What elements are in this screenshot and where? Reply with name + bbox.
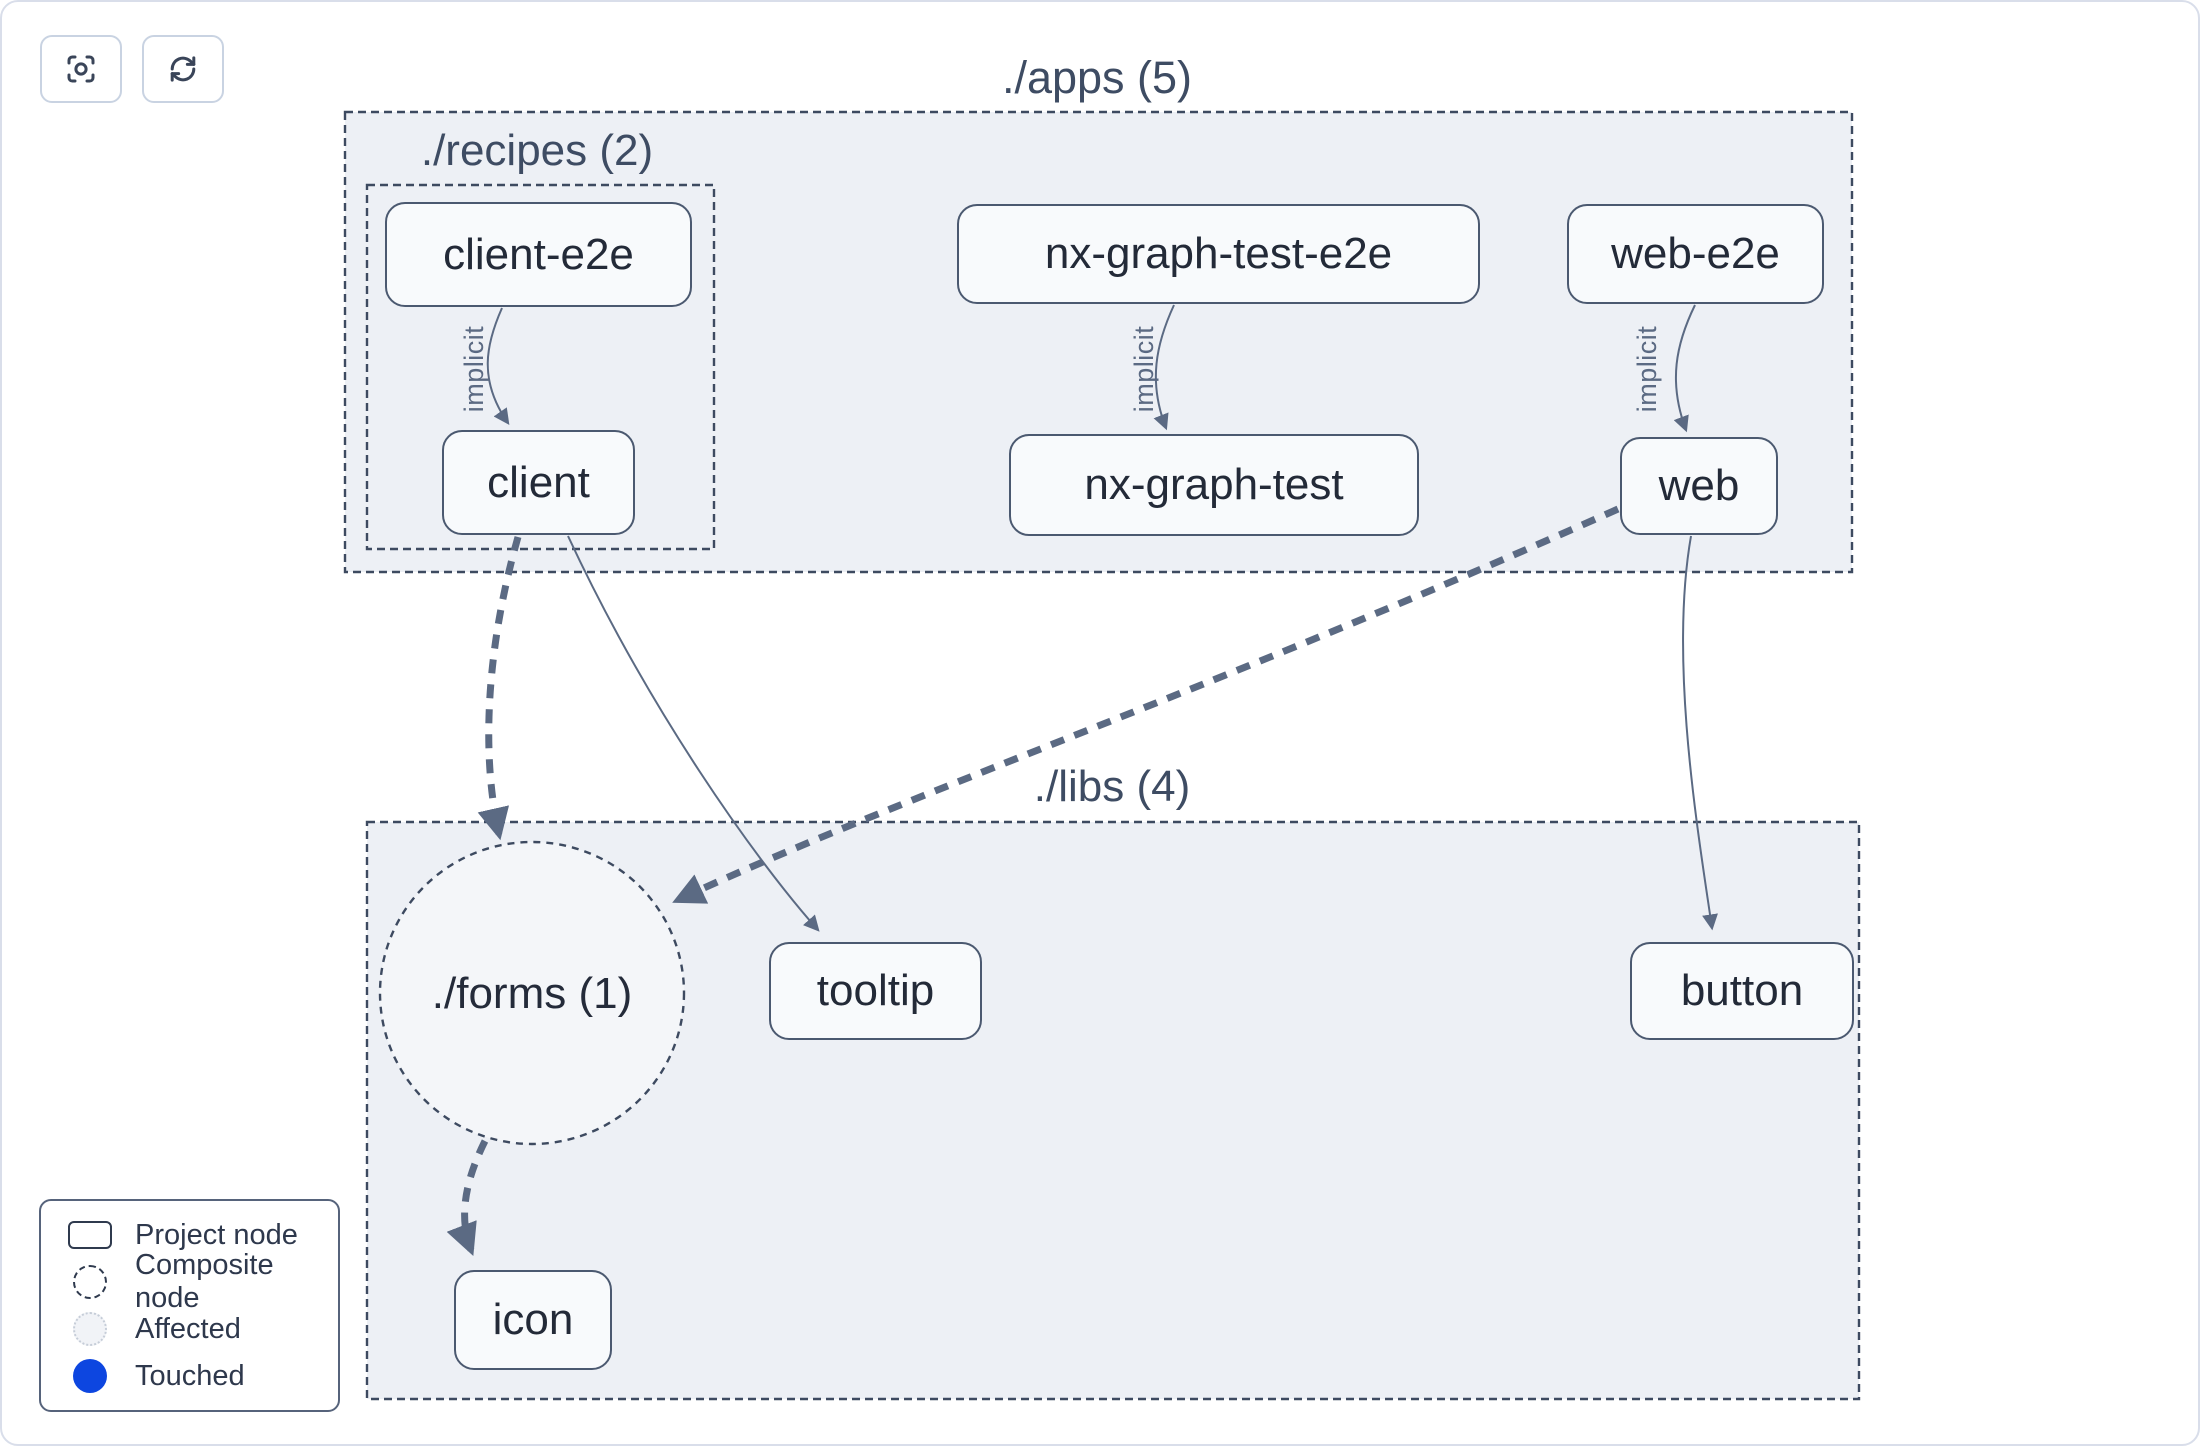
legend: Project node Composite node Affected Tou… [39, 1199, 340, 1412]
cluster-title-recipes: ./recipes (2) [420, 126, 654, 175]
edge-web-to-forms [672, 505, 1620, 904]
project-node-tooltip[interactable]: tooltip [769, 942, 982, 1040]
cluster-title-apps: ./apps (5) [1001, 52, 1193, 103]
focus-icon [63, 51, 99, 87]
touched-swatch [67, 1359, 113, 1393]
edge-web-e2e-to-web [1673, 304, 1696, 433]
refresh-icon [165, 51, 201, 87]
focus-button[interactable] [40, 35, 122, 103]
edge-label-implicit: implicit [459, 326, 489, 413]
legend-label: Touched [135, 1359, 245, 1392]
edge-forms-to-icon [446, 1139, 489, 1257]
legend-row-project-node: Project node [41, 1212, 338, 1259]
project-node-button[interactable]: button [1630, 942, 1854, 1040]
project-node-client[interactable]: client [442, 430, 635, 535]
project-node-icon[interactable]: icon [454, 1270, 612, 1370]
edge-client-e2e-to-client [486, 307, 510, 425]
project-node-client-e2e[interactable]: client-e2e [385, 202, 692, 307]
edge-client-to-forms [477, 536, 522, 841]
project-node-nx-graph-test-e2e[interactable]: nx-graph-test-e2e [957, 204, 1480, 304]
cluster-title-libs: ./libs (4) [1033, 762, 1191, 811]
edge-client-to-tooltip [567, 535, 820, 932]
composite-node-forms[interactable] [378, 840, 686, 1146]
edge-label-implicit: implicit [1129, 326, 1159, 413]
composite-node-forms-label[interactable]: ./forms (1) [431, 969, 633, 1018]
edge-web-to-button [1682, 535, 1718, 931]
legend-label: Project node [135, 1218, 298, 1251]
composite-node-swatch [67, 1265, 113, 1299]
project-node-nx-graph-test[interactable]: nx-graph-test [1009, 434, 1419, 536]
cluster-recipes [365, 183, 716, 551]
project-node-web[interactable]: web [1620, 437, 1778, 535]
project-node-web-e2e[interactable]: web-e2e [1567, 204, 1824, 304]
refresh-button[interactable] [142, 35, 224, 103]
edge-label-implicit: implicit [1632, 326, 1662, 413]
legend-row-affected: Affected [41, 1306, 338, 1353]
legend-row-touched: Touched [41, 1353, 338, 1400]
legend-row-composite-node: Composite node [41, 1249, 338, 1314]
affected-swatch [67, 1312, 113, 1346]
project-node-swatch [67, 1221, 113, 1249]
edge-nx-graph-test-e2e-to-nx-graph-test [1153, 304, 1175, 431]
legend-label: Composite node [135, 1249, 274, 1314]
legend-label: Affected [135, 1312, 241, 1345]
